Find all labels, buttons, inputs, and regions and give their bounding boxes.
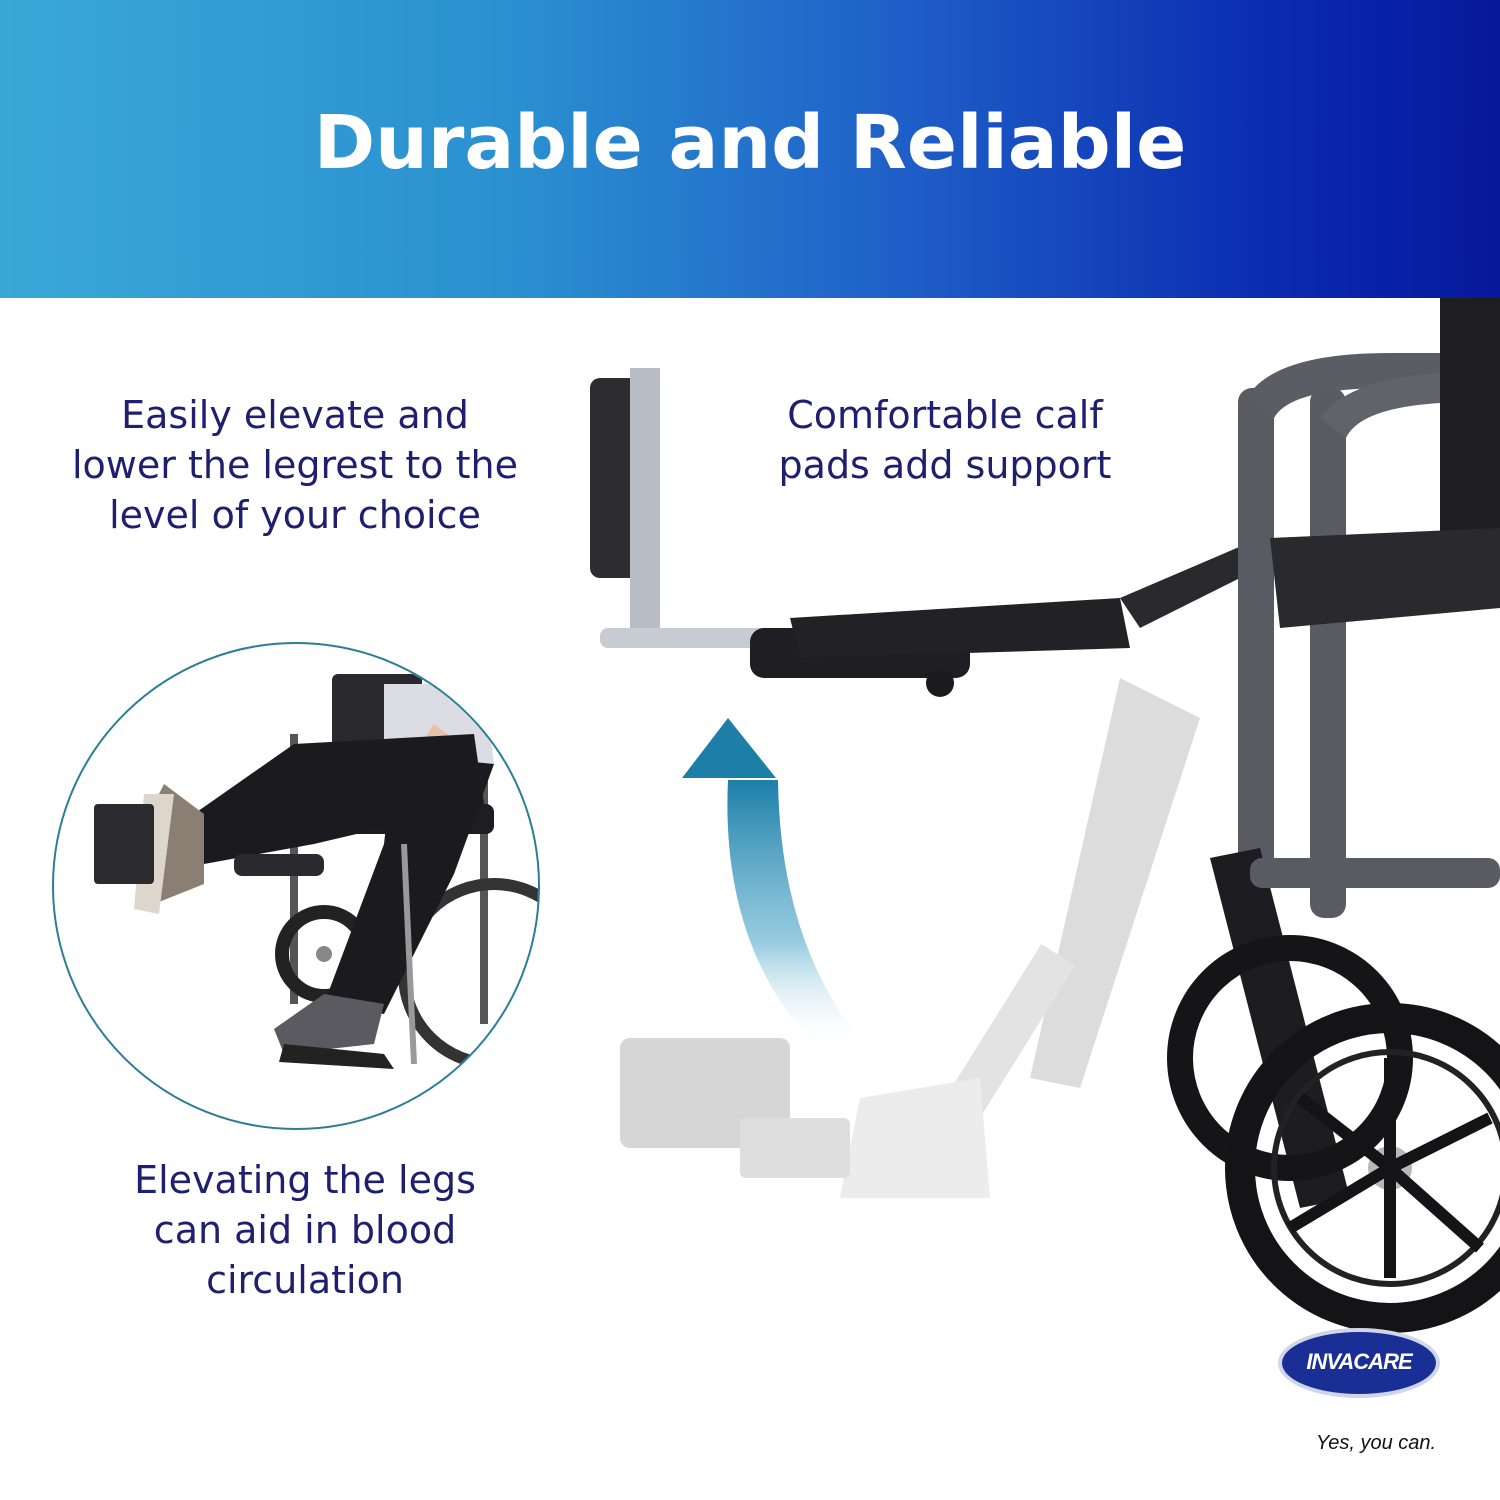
caption-line: Elevating the legs [134, 1158, 476, 1202]
curved-up-arrow-icon [682, 718, 860, 1050]
caption-line: can aid in blood [153, 1208, 457, 1252]
caption-line: Easily elevate and [121, 393, 469, 437]
wheelchair-legrest-product-image [590, 298, 1500, 1333]
caption-line: lower the legrest to the [72, 443, 518, 487]
caption-line: level of your choice [109, 493, 481, 537]
person-in-wheelchair-illustration [94, 674, 538, 1070]
caption-blood-circulation: Elevating the legs can aid in blood circ… [80, 1155, 530, 1305]
caption-line: circulation [206, 1258, 404, 1302]
caption-line: Comfortable calf [787, 393, 1103, 437]
brand-tagline: Yes, you can. [1316, 1432, 1437, 1454]
invacare-logo-oval [1278, 1328, 1440, 1398]
inset-photo-circle [52, 642, 540, 1130]
header-banner: Durable and Reliable [0, 0, 1500, 298]
brand-logo: INVACARE Yes, you can. [1278, 1328, 1448, 1468]
page-title: Durable and Reliable [313, 100, 1187, 186]
caption-elevate-legrest: Easily elevate and lower the legrest to … [50, 390, 540, 540]
logo-text: INVACARE [1306, 1349, 1412, 1374]
caption-line: pads add support [778, 443, 1112, 487]
caption-calf-pads: Comfortable calf pads add support [740, 390, 1150, 490]
